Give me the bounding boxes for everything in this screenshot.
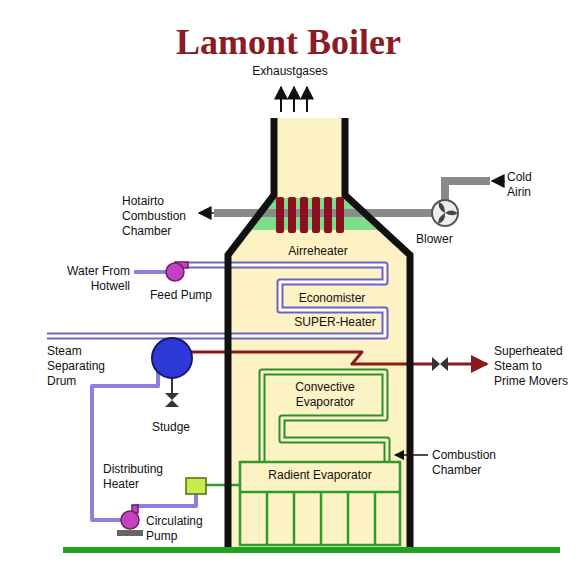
part-label-box: Circulating Pump <box>146 514 212 544</box>
part-label-box: Exhaustgases <box>240 64 340 79</box>
distributing-header <box>186 478 206 494</box>
sludge-valve <box>165 393 179 407</box>
part-label: Studge <box>152 420 190 434</box>
steam-outlet-arrow <box>448 363 487 366</box>
part-label: Combustion Chamber <box>432 448 496 477</box>
component-name: Airreheater <box>288 244 347 258</box>
component-name: Convective Evaporator <box>295 380 354 409</box>
part-label: Steam Separating Drum <box>47 344 105 388</box>
component-name: Economister <box>299 291 366 305</box>
component-name-box: SUPER-Heater <box>285 315 385 330</box>
part-label: Distributing Heater <box>103 462 163 491</box>
part-label: Feed Pump <box>150 288 212 302</box>
air-heater-tubes <box>276 197 344 233</box>
part-label: Cold Airin <box>507 170 532 199</box>
part-label-box: Water From Hotwell <box>40 264 130 294</box>
downcomer-pipe <box>92 372 158 520</box>
component-name: Radient Evaporator <box>268 468 371 482</box>
economiser-tube-outer <box>47 265 385 336</box>
part-label-box: Combustion Chamber <box>432 448 512 478</box>
feed-water-pipe <box>134 270 167 274</box>
part-label-box: Cold Airin <box>507 170 555 200</box>
exhaust-arrows <box>281 87 307 112</box>
diagram-title-box: Lamont Boiler <box>0 22 577 62</box>
furnace-chamber: AirreheaterEconomisterSUPER-HeaterConvec… <box>222 112 416 549</box>
cold-air-pipe <box>445 181 490 200</box>
component-name-box: Radient Evaporator <box>250 468 390 483</box>
part-label-box: Steam Separating Drum <box>47 344 127 389</box>
sludge-pipe <box>171 378 173 393</box>
steam-drum <box>152 338 192 378</box>
radiant-evaporator <box>240 462 400 545</box>
part-label: Water From Hotwell <box>67 264 130 293</box>
part-label: Circulating Pump <box>146 514 203 543</box>
part-label-box: Distributing Heater <box>103 462 181 492</box>
cold-air-arrow <box>492 180 505 182</box>
part-label-box: Superheated Steam to Prime Movers <box>494 344 572 389</box>
part-label-box: Feed Pump <box>150 288 220 303</box>
furnace-wall <box>228 118 274 547</box>
part-label-box: Studge <box>152 420 212 435</box>
diagram-title: Lamont Boiler <box>176 22 401 62</box>
part-label: Superheated Steam to Prime Movers <box>494 344 568 388</box>
component-name-box: Airreheater <box>263 244 373 259</box>
pump-outlet-pipe <box>135 494 196 506</box>
blower-symbol <box>432 200 458 226</box>
furnace-outline <box>222 112 416 549</box>
part-label: Exhaustgases <box>252 64 327 78</box>
part-label-box: Blower <box>416 232 476 247</box>
part-label: Blower <box>416 232 453 246</box>
furnace-wall <box>345 118 410 547</box>
component-name-box: Convective Evaporator <box>280 380 370 410</box>
pump-base <box>117 530 143 536</box>
convective-tube-inner <box>262 372 387 462</box>
part-label-box: Hotairto Combustion Chamber <box>122 194 194 239</box>
convective-tube-outer <box>262 372 387 462</box>
component-name-box: Economister <box>282 291 382 306</box>
feed-pump-symbol <box>166 263 184 281</box>
steam-valve <box>432 357 448 371</box>
economiser-tube-inner <box>47 265 385 336</box>
circulating-pump-symbol <box>121 511 139 529</box>
ground-line <box>63 547 560 553</box>
blower-fan <box>435 202 457 224</box>
component-name: SUPER-Heater <box>294 315 375 329</box>
hot-air-arrow <box>199 212 214 214</box>
header-pipe <box>206 484 240 487</box>
part-label: Hotairto Combustion Chamber <box>122 194 186 238</box>
